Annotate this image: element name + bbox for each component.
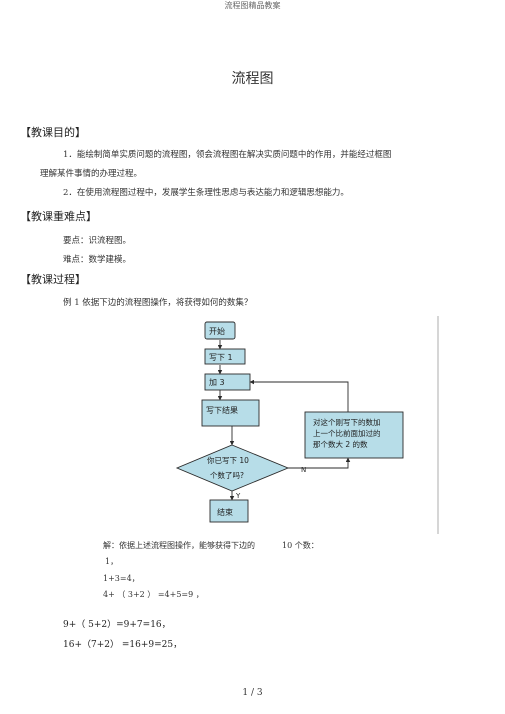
- solution-term-5: 16+（7+2） =16+9=25，: [63, 640, 183, 650]
- start-label: 开始: [209, 326, 225, 336]
- key-point-important: 要点：识流程图。: [63, 236, 132, 246]
- yes-branch-label: Y: [235, 492, 241, 500]
- page-number: 1 / 3: [242, 688, 263, 698]
- end-label: 结束: [217, 507, 233, 517]
- decision-line-1: 你已写下 10: [207, 455, 249, 465]
- page-header: 流程图精品教案: [224, 1, 281, 10]
- increment-rule-line-3: 那个数大 2 的数: [313, 439, 368, 449]
- write-one-box: [204, 348, 246, 365]
- section-process-heading: 【教课过程】: [20, 273, 86, 286]
- solution-term-3: 4+ （ 3+2 ） =4+5=9 ，: [103, 590, 204, 599]
- increment-rule-line-2: 上一个比前面加过的: [313, 428, 381, 438]
- objective-1-line-1: 1．能绘制简单实质问题的流程图，领会流程图在解决实质问题中的作用，并能经过框图: [63, 150, 392, 160]
- objective-2: 2．在使用流程图过程中，发展学生条理性思虑与表达能力和逻辑思想能力。: [63, 188, 349, 198]
- write-result-label: 写下结果: [206, 405, 238, 415]
- solution-intro: 解：依据上述流程图操作，能够获得下边的: [103, 541, 255, 550]
- no-branch-label: N: [301, 466, 306, 474]
- solution-term-1: 1，: [105, 557, 119, 566]
- document-title: 流程图: [231, 71, 274, 87]
- section-key-points-heading: 【教课重难点】: [20, 210, 97, 223]
- add-three-label: 加 3: [209, 377, 225, 387]
- end-box: [209, 499, 249, 523]
- decision-line-2: 个数了吗?: [210, 470, 244, 480]
- key-point-difficult: 难点：数学建模。: [63, 255, 132, 265]
- objective-1-line-2: 理解某件事情的办理过程。: [40, 169, 143, 179]
- add-three-box: [204, 373, 251, 391]
- solution-term-4: 9+（ 5+2）=9+7=16，: [63, 620, 171, 630]
- flow-connectors: [217, 340, 351, 501]
- section-objectives-heading: 【教课目的】: [20, 126, 86, 139]
- increment-rule-box: [304, 411, 404, 459]
- write-result-box: [201, 399, 260, 427]
- start-box: [204, 321, 236, 340]
- flowchart: 开始 写下 1 加 3 写下结果 对这个刚写下的数加 上一个比前面加过的 那个数…: [175, 316, 439, 534]
- solution-term-2: 1+3=4，: [103, 574, 140, 583]
- write-one-label: 写下 1: [209, 353, 233, 362]
- decision-diamond: [175, 444, 290, 492]
- solution-intro-count: 10 个数：: [282, 541, 319, 550]
- increment-rule-line-1: 对这个刚写下的数加: [313, 417, 381, 427]
- example-1-prompt: 例 1 依据下边的流程图操作，将获得如何的数集？: [63, 298, 253, 308]
